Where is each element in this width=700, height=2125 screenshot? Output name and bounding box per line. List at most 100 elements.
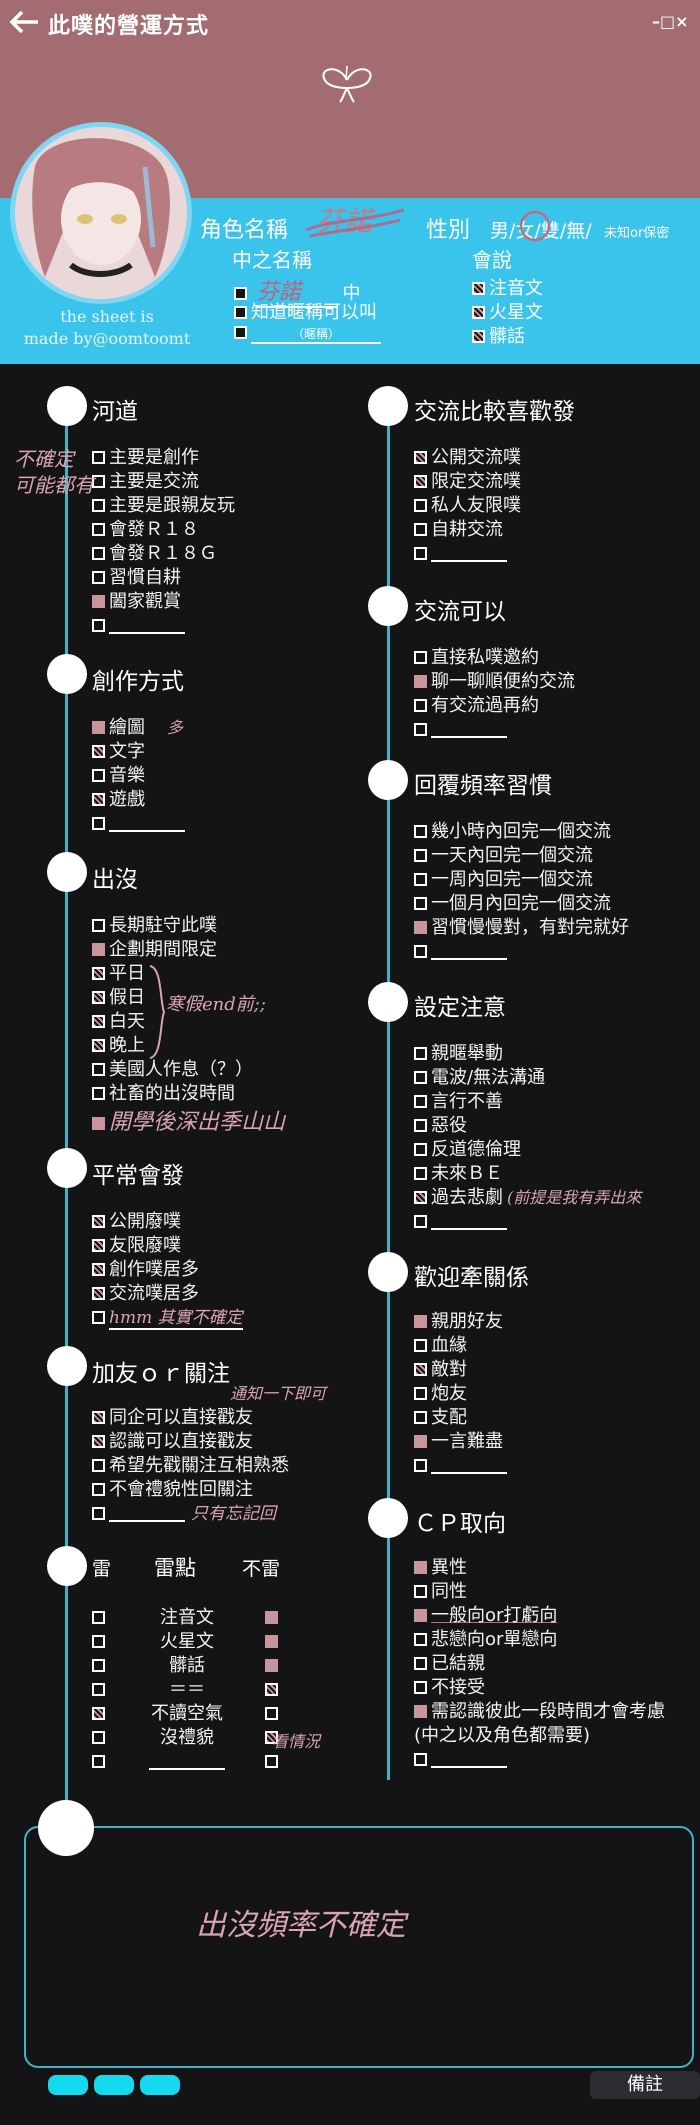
- nakano-option-1[interactable]: 芬諾 中: [234, 274, 360, 308]
- list-item[interactable]: 親暱舉動: [414, 1042, 641, 1066]
- checkbox-checked[interactable]: [92, 793, 105, 806]
- list-item[interactable]: 平日: [92, 962, 285, 986]
- checkbox-checked[interactable]: [265, 1683, 278, 1696]
- list-item[interactable]: 異性: [414, 1556, 665, 1580]
- list-item[interactable]: 公開廢噗: [92, 1210, 243, 1234]
- list-item[interactable]: 一般向or打虧向: [414, 1604, 665, 1628]
- list-item[interactable]: 音樂: [92, 764, 185, 788]
- window-controls[interactable]: –□×: [652, 12, 689, 31]
- checkbox-checked[interactable]: [92, 1015, 105, 1028]
- list-item[interactable]: 未來ＢＥ: [414, 1162, 641, 1186]
- checkbox[interactable]: [414, 945, 427, 958]
- blank-line[interactable]: [431, 944, 507, 960]
- list-item[interactable]: 血緣: [414, 1334, 507, 1358]
- list-item[interactable]: [414, 718, 575, 742]
- checkbox-checked[interactable]: [414, 1315, 427, 1328]
- list-item[interactable]: 私人友限噗: [414, 494, 521, 518]
- checkbox[interactable]: [414, 1585, 427, 1598]
- checkbox[interactable]: [414, 1633, 427, 1646]
- checkbox-checked[interactable]: [414, 1191, 427, 1204]
- list-item[interactable]: 遊戲: [92, 788, 185, 812]
- list-item[interactable]: 習慣慢慢對，有對完就好: [414, 916, 629, 940]
- checkbox[interactable]: [92, 919, 105, 932]
- list-item[interactable]: [414, 542, 521, 566]
- blank-line[interactable]: [149, 1754, 225, 1770]
- checkbox[interactable]: [92, 1755, 105, 1768]
- checkbox[interactable]: [92, 1459, 105, 1472]
- checkbox[interactable]: [414, 1215, 427, 1228]
- checkbox[interactable]: [92, 619, 105, 632]
- list-item[interactable]: [92, 614, 235, 638]
- checkbox-checked[interactable]: [92, 1039, 105, 1052]
- memo-box[interactable]: [24, 1826, 694, 2068]
- checkbox[interactable]: [414, 1387, 427, 1400]
- list-item[interactable]: 直接私噗邀約: [414, 646, 575, 670]
- list-item[interactable]: 希望先戳關注互相熟悉: [92, 1454, 289, 1478]
- speak-item[interactable]: 火星文: [472, 298, 543, 323]
- list-item[interactable]: 有交流過再約: [414, 694, 575, 718]
- list-item[interactable]: 友限廢噗: [92, 1234, 243, 1258]
- checkbox-checked[interactable]: [92, 745, 105, 758]
- list-item[interactable]: 言行不善: [414, 1090, 641, 1114]
- list-item[interactable]: 需認識彼此一段時間才會考慮: [414, 1700, 665, 1724]
- list-item[interactable]: 習慣自耕: [92, 566, 235, 590]
- list-item[interactable]: hmm 其實不確定: [92, 1306, 243, 1330]
- checkbox-checked[interactable]: [92, 1707, 105, 1720]
- blank-line[interactable]: [431, 722, 507, 738]
- speak-item[interactable]: 注音文: [472, 274, 543, 299]
- list-item[interactable]: 闔家觀賞: [92, 590, 235, 614]
- list-item[interactable]: 企劃期間限定: [92, 938, 285, 962]
- list-item[interactable]: 親朋好友: [414, 1310, 507, 1334]
- list-item[interactable]: 開學後深出季山山: [92, 1106, 285, 1140]
- blank-line[interactable]: [431, 1214, 507, 1230]
- list-item[interactable]: 假日: [92, 986, 285, 1010]
- list-item[interactable]: 悲戀向or單戀向: [414, 1628, 665, 1652]
- checkbox[interactable]: [92, 1635, 105, 1648]
- checkbox[interactable]: [92, 769, 105, 782]
- nakano-option-3[interactable]: （暱稱）: [234, 322, 381, 344]
- checkbox-checked[interactable]: [92, 1411, 105, 1424]
- checkbox-checked[interactable]: [414, 1363, 427, 1376]
- list-item[interactable]: 繪圖多: [92, 716, 185, 740]
- checkbox[interactable]: [414, 1047, 427, 1060]
- checkbox[interactable]: [265, 1707, 278, 1720]
- list-item[interactable]: 炮友: [414, 1382, 507, 1406]
- checkbox-checked[interactable]: [92, 721, 105, 734]
- list-item[interactable]: 一個月內回完一個交流: [414, 892, 629, 916]
- blank-line[interactable]: [431, 1458, 507, 1474]
- speak-item[interactable]: 髒話: [472, 322, 543, 347]
- list-item[interactable]: 不接受: [414, 1676, 665, 1700]
- list-item[interactable]: 會發Ｒ１８: [92, 518, 235, 542]
- checkbox[interactable]: [414, 523, 427, 536]
- list-item[interactable]: 主要是交流: [92, 470, 235, 494]
- checkbox[interactable]: [265, 1755, 278, 1768]
- list-item[interactable]: 自耕交流: [414, 518, 521, 542]
- checkbox[interactable]: [414, 1095, 427, 1108]
- list-item[interactable]: 認識可以直接戳友: [92, 1430, 289, 1454]
- list-item[interactable]: 會發Ｒ１８Ｇ: [92, 542, 235, 566]
- list-item[interactable]: 晚上: [92, 1034, 285, 1058]
- gender-options[interactable]: 男/女/雙/無/: [490, 220, 592, 242]
- checkbox[interactable]: [92, 1483, 105, 1496]
- checkbox[interactable]: [414, 1143, 427, 1156]
- checkbox-checked[interactable]: [92, 991, 105, 1004]
- checkbox[interactable]: [414, 1459, 427, 1472]
- checkbox-checked[interactable]: [92, 1263, 105, 1276]
- checkbox[interactable]: [414, 873, 427, 886]
- list-item[interactable]: [414, 1454, 507, 1478]
- checkbox-checked[interactable]: [414, 475, 427, 488]
- list-item[interactable]: 不會禮貌性回關注: [92, 1478, 289, 1502]
- list-item[interactable]: 主要是創作: [92, 446, 235, 470]
- list-item[interactable]: [92, 812, 185, 836]
- checkbox-checked[interactable]: [414, 451, 427, 464]
- checkbox[interactable]: [92, 1311, 105, 1324]
- checkbox[interactable]: [414, 651, 427, 664]
- gender-extra[interactable]: 未知or保密: [604, 226, 670, 241]
- checkbox-checked[interactable]: [265, 1731, 278, 1744]
- checkbox[interactable]: [414, 499, 427, 512]
- checkbox[interactable]: [92, 547, 105, 560]
- list-item[interactable]: 公開交流噗: [414, 446, 521, 470]
- list-item[interactable]: 一天內回完一個交流: [414, 844, 629, 868]
- checkbox-checked[interactable]: [265, 1635, 278, 1648]
- note-button[interactable]: 備註: [590, 2071, 700, 2099]
